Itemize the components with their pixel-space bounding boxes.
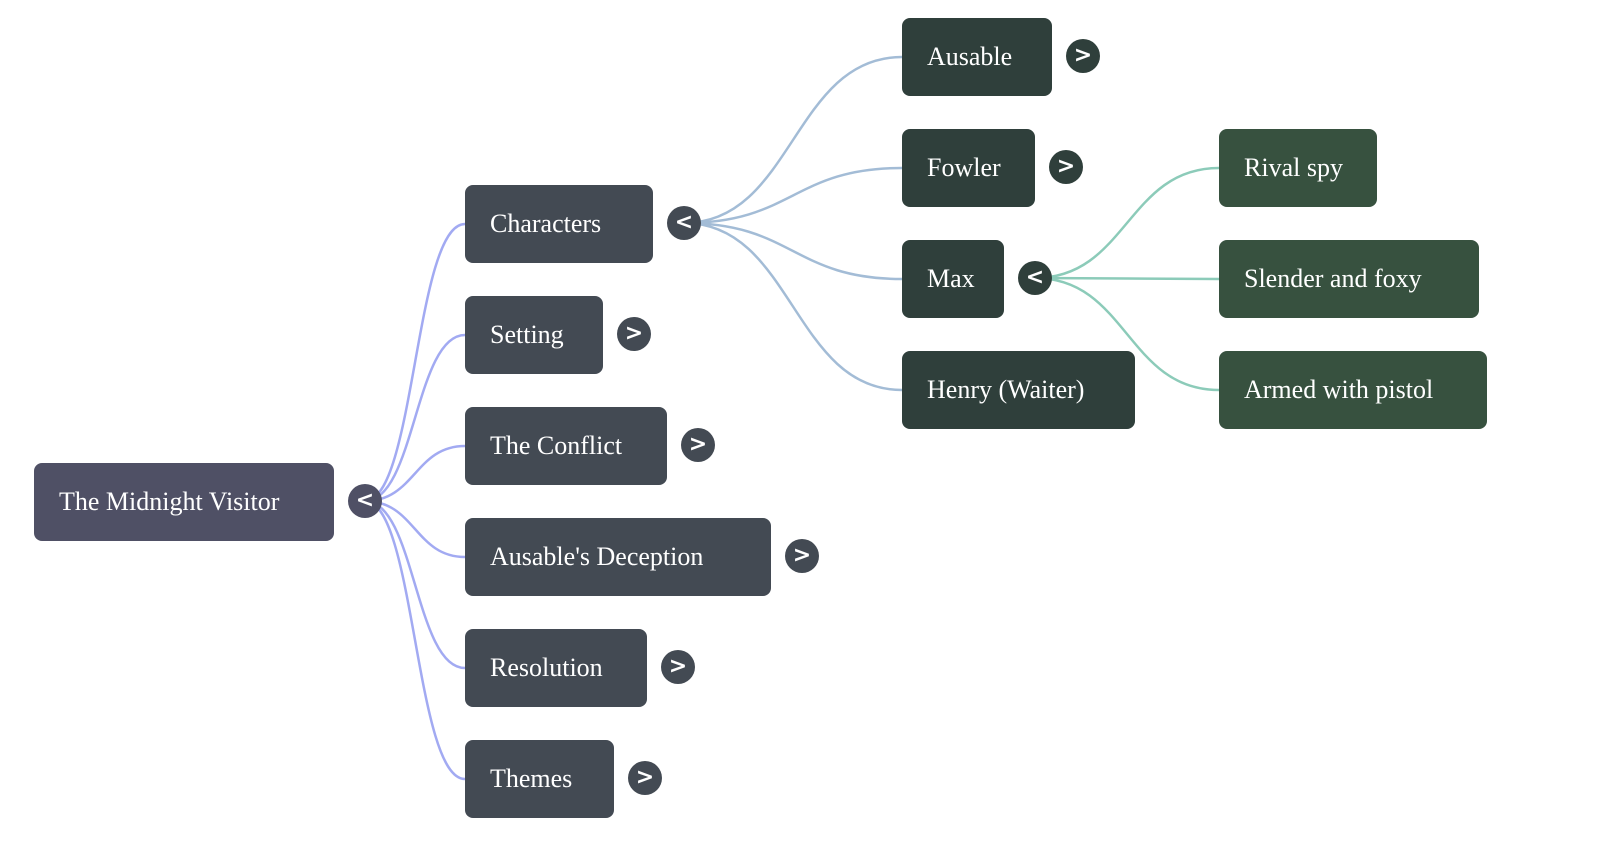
branch-node-setting[interactable]: Setting bbox=[465, 296, 603, 374]
character-label: Fowler bbox=[927, 153, 1001, 182]
character-node-max[interactable]: Max bbox=[902, 240, 1004, 318]
branch-label: Themes bbox=[490, 764, 573, 793]
branch-node-themes[interactable]: Themes bbox=[465, 740, 614, 818]
detail-node-rival-spy[interactable]: Rival spy bbox=[1219, 129, 1377, 207]
character-node-fowler[interactable]: Fowler bbox=[902, 129, 1035, 207]
collapse-toggle-characters[interactable]: < bbox=[667, 206, 701, 240]
branch-node-resolution[interactable]: Resolution bbox=[465, 629, 647, 707]
detail-label: Rival spy bbox=[1244, 153, 1343, 182]
character-label: Henry (Waiter) bbox=[927, 375, 1085, 404]
root-node-label: The Midnight Visitor bbox=[59, 487, 280, 516]
branch-node-ausables-deception[interactable]: Ausable's Deception bbox=[465, 518, 771, 596]
detail-label: Armed with pistol bbox=[1244, 375, 1434, 404]
expand-toggle-the-conflict[interactable]: > bbox=[681, 428, 715, 462]
character-node-ausable[interactable]: Ausable bbox=[902, 18, 1052, 96]
branch-label: Ausable's Deception bbox=[490, 542, 704, 571]
connector-max-detail bbox=[1034, 166, 1220, 280]
expand-toggle-ausable[interactable]: > bbox=[1066, 39, 1100, 73]
connector-root-branch bbox=[364, 499, 466, 670]
branch-label: Resolution bbox=[490, 653, 603, 682]
connector-characters-child bbox=[683, 221, 903, 392]
branch-label: Setting bbox=[490, 320, 564, 349]
expand-toggle-ausables-deception[interactable]: > bbox=[785, 539, 819, 573]
detail-node-slender-and-foxy[interactable]: Slender and foxy bbox=[1219, 240, 1479, 318]
expand-toggle-themes[interactable]: > bbox=[628, 761, 662, 795]
connector-root-branch bbox=[364, 333, 466, 503]
expand-toggle-resolution[interactable]: > bbox=[661, 650, 695, 684]
collapse-toggle-root[interactable]: < bbox=[348, 484, 382, 518]
root-node[interactable]: The Midnight Visitor bbox=[34, 463, 334, 541]
connector-characters-child bbox=[683, 221, 903, 281]
detail-label: Slender and foxy bbox=[1244, 264, 1422, 293]
expand-toggle-fowler[interactable]: > bbox=[1049, 150, 1083, 184]
character-label: Ausable bbox=[927, 42, 1013, 71]
connector-characters-child bbox=[683, 55, 903, 225]
character-label: Max bbox=[927, 264, 975, 293]
connector-max-detail bbox=[1034, 276, 1220, 281]
connector-characters-child bbox=[683, 166, 903, 225]
branch-label: Characters bbox=[490, 209, 602, 238]
character-node-henry-waiter[interactable]: Henry (Waiter) bbox=[902, 351, 1135, 429]
branch-label: The Conflict bbox=[490, 431, 623, 460]
branch-node-characters[interactable]: Characters bbox=[465, 185, 653, 263]
connector-root-branch bbox=[364, 499, 466, 781]
branch-node-the-conflict[interactable]: The Conflict bbox=[465, 407, 667, 485]
expand-toggle-setting[interactable]: > bbox=[617, 317, 651, 351]
connector-max-detail bbox=[1034, 276, 1220, 392]
connector-root-branch bbox=[364, 222, 466, 503]
collapse-toggle-max[interactable]: < bbox=[1018, 261, 1052, 295]
detail-node-armed-with-pistol[interactable]: Armed with pistol bbox=[1219, 351, 1487, 429]
